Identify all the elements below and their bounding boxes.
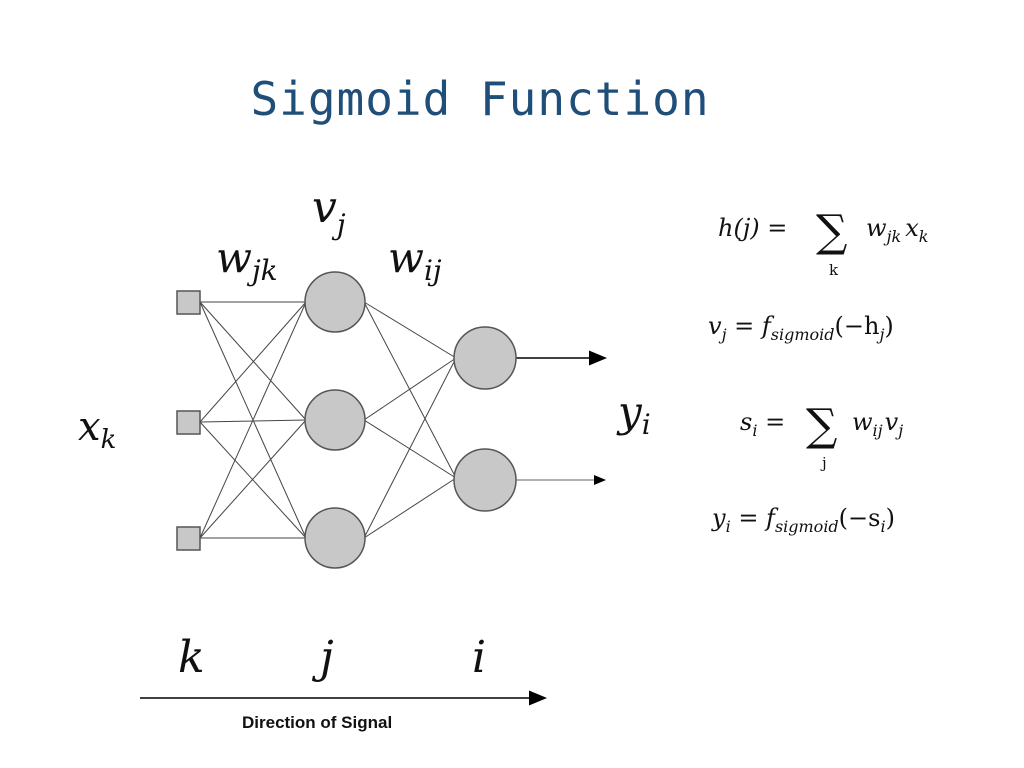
layer-label-j: j [311, 632, 334, 683]
svg-text:yi = fsigmoid(−si): yi = fsigmoid(−si) [711, 504, 895, 536]
output-node [453, 326, 517, 390]
svg-text:vj = fsigmoid(−hj): vj = fsigmoid(−hj) [708, 312, 894, 344]
output-nodes [453, 326, 517, 512]
layer-label-i: i [472, 632, 486, 683]
output-node [453, 448, 517, 512]
hidden-node [304, 271, 366, 333]
output-arrows [516, 350, 607, 485]
input-hidden-connections [199, 301, 307, 539]
slide-title: Sigmoid Function [250, 72, 710, 126]
sum-symbol: ∑ [816, 206, 847, 257]
label-v-j: vj [312, 182, 346, 241]
hidden-nodes [304, 271, 366, 569]
hidden-output-connections [363, 301, 457, 539]
label-w-ij: wij [388, 233, 442, 287]
hidden-node [304, 389, 366, 451]
sum-symbol: ∑ [806, 400, 837, 451]
input-node [176, 526, 201, 551]
input-node [176, 410, 201, 435]
label-y-i: yi [616, 387, 651, 441]
input-nodes [176, 290, 201, 551]
svg-text:j: j [820, 454, 827, 472]
svg-text:si =: si = [740, 408, 785, 440]
svg-text:h(j) =: h(j) = [718, 214, 787, 242]
label-w-jk: wjk [216, 233, 278, 287]
input-node [176, 290, 201, 315]
equation-v: vj = fsigmoid(−hj) [708, 312, 894, 344]
svg-text:wijvj: wijvj [852, 408, 903, 440]
hidden-node [304, 507, 366, 569]
direction-label: Direction of Signal [242, 713, 392, 732]
svg-text:k: k [829, 261, 839, 279]
label-x-k: xk [78, 404, 116, 455]
equation-y: yi = fsigmoid(−si) [711, 504, 895, 536]
layer-label-k: k [178, 632, 205, 683]
equation-s: si = ∑ j wijvj [740, 400, 903, 472]
